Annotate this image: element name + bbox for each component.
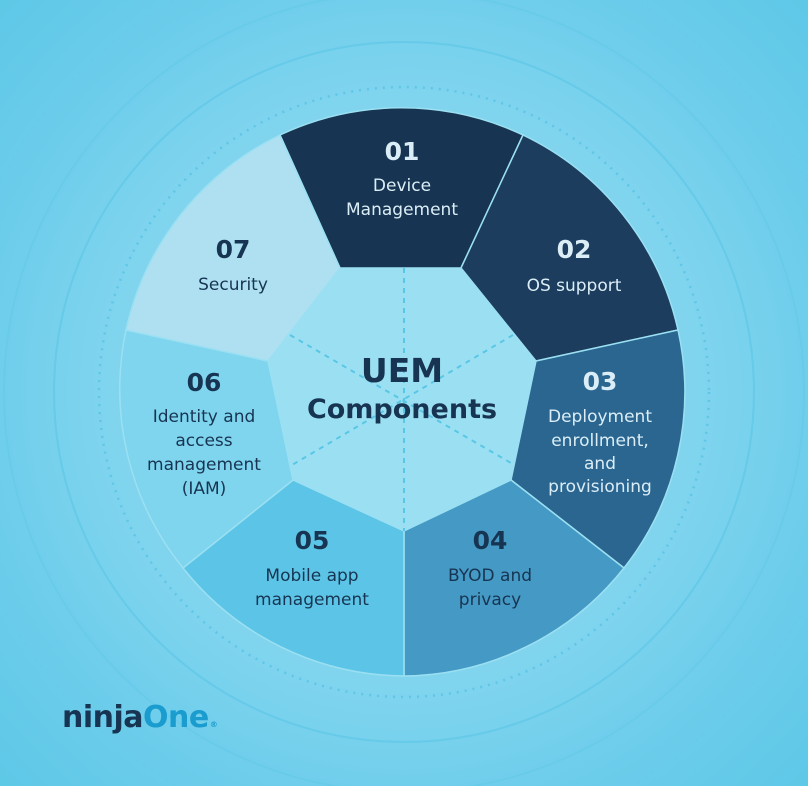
segment-01-number: 01 xyxy=(385,137,420,166)
segment-05[interactable] xyxy=(181,479,405,677)
segment-01-label: Device xyxy=(373,176,431,196)
segment-06-label: access xyxy=(175,431,232,451)
segment-07-number: 07 xyxy=(216,235,251,264)
segment-02-label: OS support xyxy=(527,276,622,296)
segment-04[interactable] xyxy=(403,479,626,677)
registered-mark-icon: ® xyxy=(209,720,218,729)
segment-06-label: management xyxy=(147,455,261,475)
dashed-spokes xyxy=(289,268,514,531)
segment-03-label: provisioning xyxy=(548,477,652,497)
segment-07-label: Security xyxy=(198,275,268,295)
ninjaone-logo: ninjaOne® xyxy=(62,700,218,735)
logo-one: One xyxy=(143,700,209,735)
segment-01[interactable] xyxy=(279,107,524,269)
segment-05-label: Mobile app xyxy=(265,566,358,586)
segment-05-label: management xyxy=(255,590,369,610)
segment-03[interactable] xyxy=(510,329,686,570)
segment-05-number: 05 xyxy=(295,526,330,555)
segment-01-label: Management xyxy=(346,200,458,220)
segment-02-number: 02 xyxy=(557,235,592,264)
segment-03-label: enrollment, xyxy=(551,431,649,451)
segment-06[interactable] xyxy=(119,329,294,570)
center-title-line1: UEM xyxy=(361,351,443,390)
segment-06-number: 06 xyxy=(187,368,222,397)
segments xyxy=(119,107,686,677)
logo-ninja: ninja xyxy=(62,700,144,735)
segment-04-number: 04 xyxy=(473,526,508,555)
segment-07[interactable] xyxy=(125,133,341,362)
center-hub xyxy=(268,268,536,531)
segment-03-label: Deployment xyxy=(548,407,652,427)
segment-04-label: privacy xyxy=(459,590,521,610)
segment-03-label: and xyxy=(584,454,616,474)
segment-03-number: 03 xyxy=(583,367,618,396)
center-title-line2: Components xyxy=(307,394,497,425)
segment-06-label: Identity and xyxy=(153,407,256,427)
segment-04-label: BYOD and xyxy=(448,566,532,586)
segment-06-label: (IAM) xyxy=(182,479,227,499)
segment-02[interactable] xyxy=(460,133,679,362)
